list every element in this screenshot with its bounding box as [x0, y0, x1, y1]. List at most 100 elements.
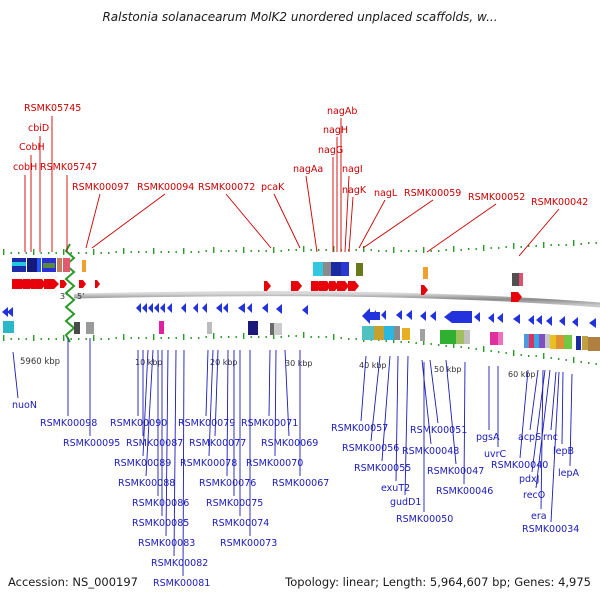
gene-label-top[interactable]: RSMK00059	[404, 188, 461, 199]
tick-mark	[130, 251, 132, 253]
gene-label-bottom[interactable]: RSMK00089	[114, 458, 171, 469]
tick-mark	[40, 338, 42, 340]
gene-label-bottom[interactable]: RSMK00088	[118, 478, 175, 489]
gene-label-bottom[interactable]: RSMK00070	[246, 458, 303, 469]
tick-mark	[40, 252, 42, 254]
gene-arrow	[420, 311, 426, 321]
tick-mark	[25, 252, 27, 254]
gene-label-top[interactable]: cobH	[13, 162, 37, 173]
tick-mark	[288, 335, 290, 337]
gene-label-bottom[interactable]: RSMK00077	[189, 438, 246, 449]
leader-line	[284, 349, 290, 437]
tick-mark	[70, 252, 72, 254]
gene-label-bottom[interactable]: exuT2	[381, 483, 410, 494]
gene-label-bottom[interactable]: RSMK00034	[522, 524, 579, 535]
tick-mark	[580, 361, 582, 363]
tick-mark	[558, 244, 560, 246]
gene-label-bottom[interactable]: RSMK00055	[354, 463, 411, 474]
gene-label-bottom[interactable]: lepA	[558, 468, 580, 479]
gene-arrow	[474, 312, 480, 322]
gene-label-bottom[interactable]: RSMK00079	[178, 418, 235, 429]
gene-label-bottom[interactable]: RSMK00081	[153, 578, 210, 589]
gene-label-bottom[interactable]: RSMK00073	[220, 538, 277, 549]
tick-mark	[543, 353, 545, 359]
gene-label-bottom[interactable]: RSMK00057	[331, 423, 388, 434]
gene-label-top[interactable]: nagH	[323, 125, 348, 136]
tick-mark	[475, 248, 477, 250]
gene-label-bottom[interactable]: RSMK00078	[180, 458, 237, 469]
gene-arrow	[202, 303, 207, 313]
tick-mark	[235, 336, 237, 338]
gene-arrow	[142, 303, 147, 313]
gene-label-top[interactable]: nagK	[342, 185, 367, 196]
gene-label-top[interactable]: RSMK00097	[72, 182, 129, 193]
tick-mark	[535, 355, 537, 357]
gene-label-bottom[interactable]: RSMK00047	[427, 466, 484, 477]
gene-arrow	[2, 307, 8, 317]
gene-label-bottom[interactable]: RSMK00046	[436, 486, 493, 497]
gene-arrow	[60, 280, 67, 288]
gene-label-top[interactable]: cbiD	[28, 123, 49, 134]
gene-label-bottom[interactable]: RSMK00082	[151, 558, 208, 569]
gene-label-bottom[interactable]: recO	[523, 490, 545, 501]
tick-mark	[475, 348, 477, 350]
gene-label-top[interactable]: nagL	[374, 188, 398, 199]
tick-mark	[513, 350, 515, 356]
gene-label-top[interactable]: pcaK	[261, 182, 285, 193]
leader-line	[91, 193, 166, 249]
tick-mark	[453, 342, 455, 348]
tick-mark	[565, 359, 567, 361]
gene-label-bottom[interactable]: RSMK00085	[132, 518, 189, 529]
gene-label-top[interactable]: nagI	[342, 164, 363, 175]
gene-label-bottom[interactable]: RSMK00095	[63, 438, 120, 449]
tick-mark	[513, 243, 515, 249]
gene-label-top[interactable]: RSMK00094	[137, 182, 194, 193]
gene-label-bottom[interactable]: RSMK00074	[212, 518, 269, 529]
gene-label-top[interactable]: RSMK00072	[198, 182, 255, 193]
gene-label-top[interactable]: RSMK00052	[468, 192, 525, 203]
gene-label-bottom[interactable]: RSMK00098	[40, 418, 97, 429]
tick-mark	[438, 344, 440, 346]
gene-label-top[interactable]: nagAb	[327, 106, 357, 117]
gene-arrow	[136, 303, 141, 313]
tick-mark	[423, 339, 425, 345]
gene-label-bottom[interactable]: acpS	[518, 432, 541, 443]
tick-mark	[205, 336, 207, 338]
gene-label-bottom[interactable]: RSMK00090	[110, 418, 167, 429]
gene-label-top[interactable]: RSMK05745	[24, 103, 81, 114]
gene-label-bottom[interactable]: nuoN	[12, 400, 37, 411]
gene-label-bottom[interactable]: RSMK00048	[402, 446, 459, 457]
gene-label-bottom[interactable]: RSMK00076	[199, 478, 256, 489]
gene-label-bottom[interactable]: RSMK00067	[272, 478, 329, 489]
tick-mark	[108, 252, 110, 254]
gene-label-bottom[interactable]: lepB	[553, 446, 574, 457]
gene-label-bottom[interactable]: RSMK00069	[261, 438, 318, 449]
gene-label-bottom[interactable]: uvrC	[484, 449, 507, 460]
gene-label-top[interactable]: CobH	[19, 142, 45, 153]
gene-label-bottom[interactable]: RSMK00051	[410, 425, 467, 436]
tick-mark	[138, 251, 140, 253]
gene-label-bottom[interactable]: gudD1	[390, 497, 421, 508]
gene-label-bottom[interactable]: RSMK00071	[241, 418, 298, 429]
gene-label-top[interactable]: nagG	[318, 145, 343, 156]
tick-mark	[535, 245, 537, 247]
gene-label-bottom[interactable]: pgsA	[476, 432, 500, 443]
gene-label-bottom[interactable]: rnc	[543, 432, 558, 443]
tick-mark	[273, 247, 275, 253]
gene-label-bottom[interactable]: RSMK00075	[206, 498, 263, 509]
gene-label-bottom[interactable]: RSMK00087	[126, 438, 183, 449]
gene-label-top[interactable]: nagAa	[293, 164, 323, 175]
gene-label-bottom[interactable]: RSMK00050	[396, 514, 453, 525]
tick-mark	[243, 333, 245, 339]
tick-mark	[415, 250, 417, 252]
tick-mark	[498, 351, 500, 353]
gene-label-bottom[interactable]: pdxJ	[519, 474, 539, 485]
gene-label-bottom[interactable]: RSMK00040	[491, 460, 548, 471]
gene-label-top[interactable]: RSMK05747	[40, 162, 97, 173]
gene-label-top[interactable]: RSMK00042	[531, 197, 588, 208]
tick-mark	[168, 251, 170, 253]
gene-label-bottom[interactable]: era	[531, 511, 547, 522]
gene-label-bottom[interactable]: RSMK00083	[138, 538, 195, 549]
gene-label-bottom[interactable]: RSMK00056	[342, 443, 399, 454]
gene-label-bottom[interactable]: RSMK00086	[132, 498, 189, 509]
